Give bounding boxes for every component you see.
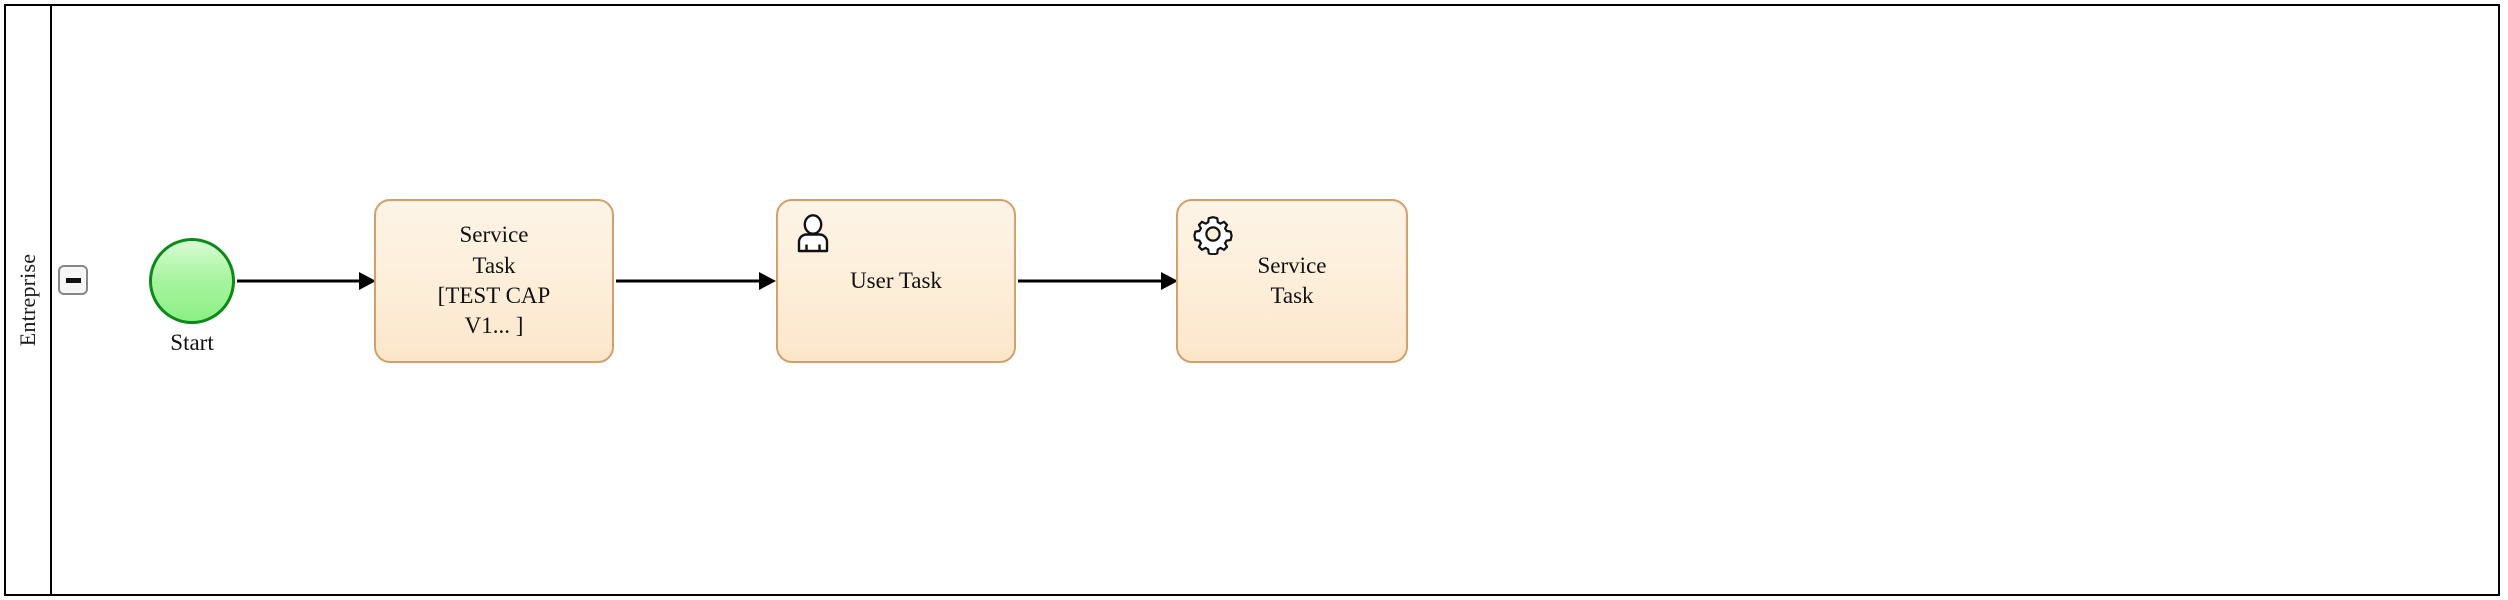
user-icon bbox=[792, 213, 834, 255]
task-user-label: User Task bbox=[850, 267, 942, 293]
pool-entreprise[interactable]: Entreprise bbox=[4, 4, 2500, 596]
sequence-flow-2[interactable] bbox=[616, 269, 776, 293]
task-user[interactable]: User Task bbox=[776, 199, 1016, 363]
task-service-2[interactable]: Service Task bbox=[1176, 199, 1408, 363]
task-service-2-label: Service Task bbox=[1257, 252, 1327, 308]
minus-icon bbox=[65, 277, 81, 283]
gear-icon bbox=[1192, 213, 1234, 255]
task-service-1-label: Service Task [TEST CAP V1... ] bbox=[437, 222, 551, 339]
start-event-label: Start bbox=[170, 330, 214, 355]
pool-header[interactable]: Entreprise bbox=[6, 6, 52, 594]
task-service-1[interactable]: Service Task [TEST CAP V1... ] bbox=[374, 199, 614, 363]
start-event-circle[interactable] bbox=[149, 238, 235, 324]
pool-collapse-toggle[interactable] bbox=[58, 265, 88, 295]
pool-name-label: Entreprise bbox=[15, 253, 40, 347]
sequence-flow-1[interactable] bbox=[237, 269, 376, 293]
start-event[interactable]: Start bbox=[149, 238, 235, 355]
sequence-flow-3[interactable] bbox=[1018, 269, 1178, 293]
